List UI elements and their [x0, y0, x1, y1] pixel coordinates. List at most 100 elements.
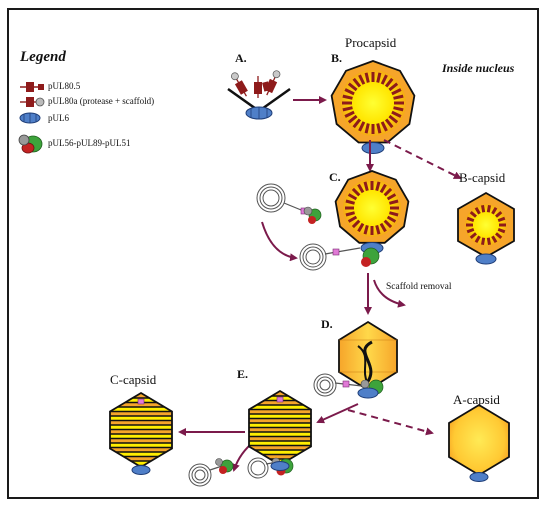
dna-band [110, 461, 172, 466]
scaffold-spike [491, 235, 498, 244]
dna-band [249, 423, 311, 428]
legend-label-terminase: pUL56-pUL89-pUL51 [48, 138, 131, 148]
scaffold-spike [474, 206, 481, 215]
arrow-e-to-acapsid [347, 409, 434, 436]
scaffold-spike [389, 199, 399, 205]
scaffold-spike [388, 114, 399, 124]
scaffold-spike [384, 118, 394, 129]
scaffold-spike [351, 187, 361, 197]
scaffold-spike [497, 227, 506, 234]
b-capsid-label: B-capsid [459, 170, 506, 185]
arrow-b-to-bcapsid [383, 139, 462, 179]
scaffold-spike [481, 205, 486, 213]
scaffold-spike [388, 82, 399, 92]
scaffold-spike [495, 210, 503, 218]
scaffold-spike [344, 88, 355, 96]
legend-label-pul6: pUL6 [48, 113, 69, 123]
portal-marker [276, 396, 284, 403]
arrow-scaffold-removal [373, 279, 406, 308]
scaffold-spike [466, 216, 475, 223]
released-terminase-dna [188, 458, 234, 487]
scaffold-spike [486, 205, 491, 213]
inside-nucleus-label: Inside nucleus [442, 61, 515, 75]
scaffold-spike [352, 77, 362, 88]
dna-band [249, 405, 311, 410]
a-capsid-diagram [448, 403, 510, 482]
scaffold-spike [469, 232, 477, 240]
scaffold-protein [254, 76, 262, 98]
scaffold-spike [393, 94, 404, 100]
scaffold-spike [347, 193, 358, 201]
scaffold-spike [351, 219, 361, 229]
scaffold-spike [469, 210, 477, 218]
scaffold-spike [342, 106, 353, 112]
arrow-d-to-e [316, 403, 359, 424]
c-capsid-label: C-capsid [110, 372, 157, 387]
stage-c-dna-docking [256, 170, 410, 271]
scaffold-spike [497, 216, 506, 223]
scaffold-spike [347, 82, 358, 92]
pUL80.5-portal-protein-icon [20, 82, 44, 92]
scaffold-spike [380, 74, 388, 85]
scaffold-spike [486, 237, 491, 245]
scaffold-spike [345, 199, 355, 205]
scaffold-protein [262, 81, 271, 92]
scaffold-spike [379, 222, 387, 233]
portal-marker [137, 398, 145, 405]
scaffold-spike [363, 181, 369, 191]
scaffold-spike [357, 222, 365, 233]
scaffold-spike [376, 123, 382, 134]
stage-c-label: C. [329, 170, 341, 184]
scaffold-spike [393, 106, 404, 112]
dna-terminase-docked [299, 243, 380, 271]
procapsid-c [334, 170, 410, 254]
stage-d-label: D. [321, 317, 333, 331]
portal-pUL6 [245, 106, 273, 120]
stage-a-portal-assembly [227, 70, 291, 120]
legend-label-pul80a: pUL80a (protease + scaffold) [48, 96, 155, 106]
scaffold-spike [357, 183, 365, 194]
scaffold-spike [363, 225, 369, 235]
scaffold-spike [389, 211, 399, 217]
scaffold-spike [347, 114, 358, 124]
dna-band [249, 432, 311, 437]
dna-band [110, 407, 172, 412]
procapsid-label: Procapsid [345, 35, 397, 50]
stage-e-packaged-capsid [247, 389, 312, 479]
dna-band [110, 425, 172, 430]
scaffold-spike [344, 110, 355, 118]
scaffold-spike [383, 219, 393, 229]
scaffold-removal-label: Scaffold removal [386, 282, 452, 292]
scaffold-spike [474, 235, 481, 244]
scaffold-spike [364, 123, 370, 134]
dna-band [110, 443, 172, 448]
figure-border [7, 8, 539, 499]
legend-title: Legend [20, 49, 66, 65]
scaffold-spike [379, 183, 387, 194]
scaffold-spike [375, 181, 381, 191]
scaffold-protein [264, 70, 281, 96]
stage-e-label: E. [237, 367, 249, 381]
dna-band [110, 452, 172, 457]
scaffold-spike [352, 118, 362, 129]
arrow-docking [261, 221, 298, 262]
scaffold-spike [466, 227, 475, 234]
dna-terminase-incoming [256, 183, 322, 224]
scaffold-spike [491, 206, 498, 215]
a-capsid-label: A-capsid [453, 392, 500, 407]
scaffold-spike [342, 94, 353, 100]
terminase-complex-icon [18, 134, 43, 154]
dna-band [249, 441, 311, 446]
scaffold-spike [481, 237, 486, 245]
stage-d-dna-packaging [313, 320, 398, 399]
scaffold-spike [391, 110, 402, 118]
dna-band [110, 416, 172, 421]
scaffold-spike [386, 215, 397, 223]
scaffold-protein [231, 72, 248, 97]
scaffold-spike [383, 187, 393, 197]
legend-label-pul80-5: pUL80.5 [48, 81, 81, 91]
pUL6-portal-icon [19, 112, 41, 124]
dna-band [249, 450, 311, 455]
